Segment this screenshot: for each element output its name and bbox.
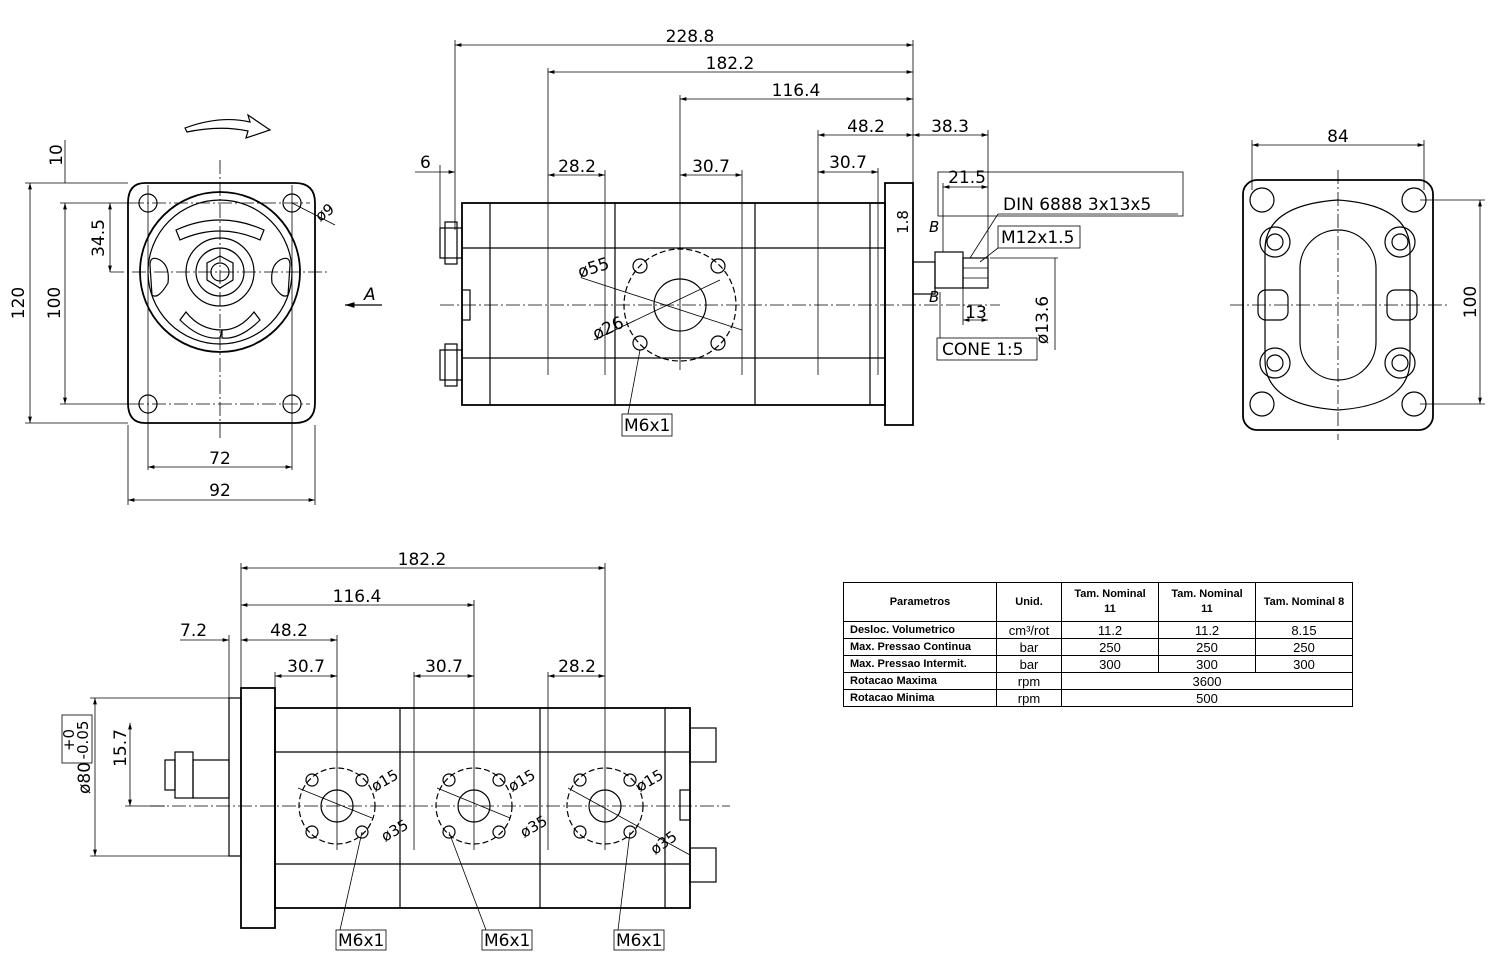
bottom-dim-30-7b: 30.7 [425,657,463,677]
row-param: Max. Pressao Intermit. [843,655,997,673]
row-unit: cm³/rot [996,621,1062,639]
row-param: Max. Pressao Continua [843,638,997,656]
row-value: 250 [1158,638,1256,656]
header-param: Parametros [843,582,997,622]
bottom-dim-48-2: 48.2 [270,621,308,641]
dim-38-3: 38.3 [931,117,969,137]
tolerance-lower: -0.05 [74,721,92,760]
bottom-dim-dia-15b: ø15 [505,766,538,796]
dim-21-5: 21.5 [948,168,986,188]
header-unit: Unid. [996,582,1062,622]
row-value: 11.2 [1158,621,1256,639]
dim-34-5: 34.5 [89,219,109,257]
row-value-merged: 3600 [1061,672,1353,690]
front-view: 120 100 10 34.5 72 92 ø9 A [9,113,382,505]
dim-120: 120 [9,287,29,319]
table-row: Max. Pressao Intermit. bar 300 300 300 [843,655,1353,673]
bottom-dim-dia-35a: ø35 [378,816,411,846]
table-row: Max. Pressao Continua bar 250 250 250 [843,638,1353,656]
bottom-dim-dia-15c: ø15 [633,766,666,796]
callout-port: M6x1 [624,416,670,436]
dim-dia-26: ø26 [590,313,627,345]
dim-48-2: 48.2 [847,117,885,137]
row-value: 8.15 [1255,621,1353,639]
row-value-merged: 500 [1061,689,1353,707]
row-unit: bar [996,655,1062,673]
row-param: Rotacao Maxima [843,672,997,690]
side-view: 228.8 182.2 116.4 48.2 38.3 6 28.2 30.7 … [415,27,1184,437]
row-value: 300 [1061,655,1159,673]
dim-10: 10 [47,144,67,166]
table-row: Rotacao Minima rpm 500 [843,689,1353,707]
dim-182-2: 182.2 [706,54,755,74]
dim-72: 72 [209,449,231,469]
tolerance-upper: +0 [60,729,78,751]
table-row: Desloc. Volumetrico cm³/rot 11.2 11.2 8.… [843,621,1353,639]
dim-92: 92 [209,481,231,501]
bottom-dim-dia-80: ø80 [75,762,95,794]
spec-table: Parametros Unid. Tam. Nominal 11 Tam. No… [843,582,1353,707]
dim-dia-55: ø55 [575,254,612,283]
rear-dim-84: 84 [1327,127,1349,147]
view-arrow-label: A [363,285,376,305]
row-unit: rpm [996,689,1062,707]
row-param: Desloc. Volumetrico [843,621,997,639]
bottom-dim-7-2: 7.2 [180,621,207,641]
rear-dim-100: 100 [1461,286,1481,318]
table-row: Rotacao Maxima rpm 3600 [843,672,1353,690]
bottom-dim-15-7: 15.7 [111,729,131,767]
dim-28-2: 28.2 [558,157,596,177]
bottom-dim-30-7a: 30.7 [287,657,325,677]
dim-dia-13-6: ø13.6 [1033,296,1053,344]
row-param: Rotacao Minima [843,689,997,707]
section-b-bottom: B [929,288,939,306]
row-value: 11.2 [1061,621,1159,639]
row-value: 250 [1255,638,1353,656]
dim-1-8: 1.8 [894,210,912,234]
row-unit: rpm [996,672,1062,690]
bottom-port-label-1: M6x1 [338,931,384,951]
bottom-dim-182-2: 182.2 [398,550,447,570]
callout-cone: CONE 1:5 [942,340,1023,360]
rear-view: 84 100 [1230,127,1485,440]
bottom-port-label-3: M6x1 [616,931,662,951]
row-value: 300 [1158,655,1256,673]
row-value: 250 [1061,638,1159,656]
callout-din: DIN 6888 3x13x5 [1003,195,1151,215]
row-value: 300 [1255,655,1353,673]
dim-30-7b: 30.7 [829,153,867,173]
row-unit: bar [996,638,1062,656]
header-size-2: Tam. Nominal 11 [1158,582,1256,622]
dim-228-8: 228.8 [666,27,715,47]
dim-30-7a: 30.7 [692,157,730,177]
dim-116-4: 116.4 [772,81,821,101]
table-header-row: Parametros Unid. Tam. Nominal 11 Tam. No… [843,582,1353,622]
dim-100: 100 [45,287,65,319]
bottom-dim-28-2: 28.2 [558,657,596,677]
bottom-dim-116-4: 116.4 [333,587,382,607]
section-b-top: B [929,218,939,236]
front-flange [127,182,316,424]
bottom-dim-dia-15a: ø15 [368,766,401,796]
bottom-dim-dia-35b: ø35 [517,812,550,842]
bottom-dim-dia-35c: ø35 [647,827,680,858]
dim-6: 6 [420,153,431,173]
header-size-1: Tam. Nominal 11 [1061,582,1159,622]
header-size-3: Tam. Nominal 8 [1255,582,1353,622]
bottom-port-label-2: M6x1 [484,931,530,951]
bottom-view: 182.2 116.4 7.2 48.2 30.7 30.7 28.2 ø80 … [60,550,730,951]
dim-13: 13 [965,303,987,323]
rotation-arrow-icon [184,113,272,139]
callout-thread: M12x1.5 [1001,228,1074,248]
